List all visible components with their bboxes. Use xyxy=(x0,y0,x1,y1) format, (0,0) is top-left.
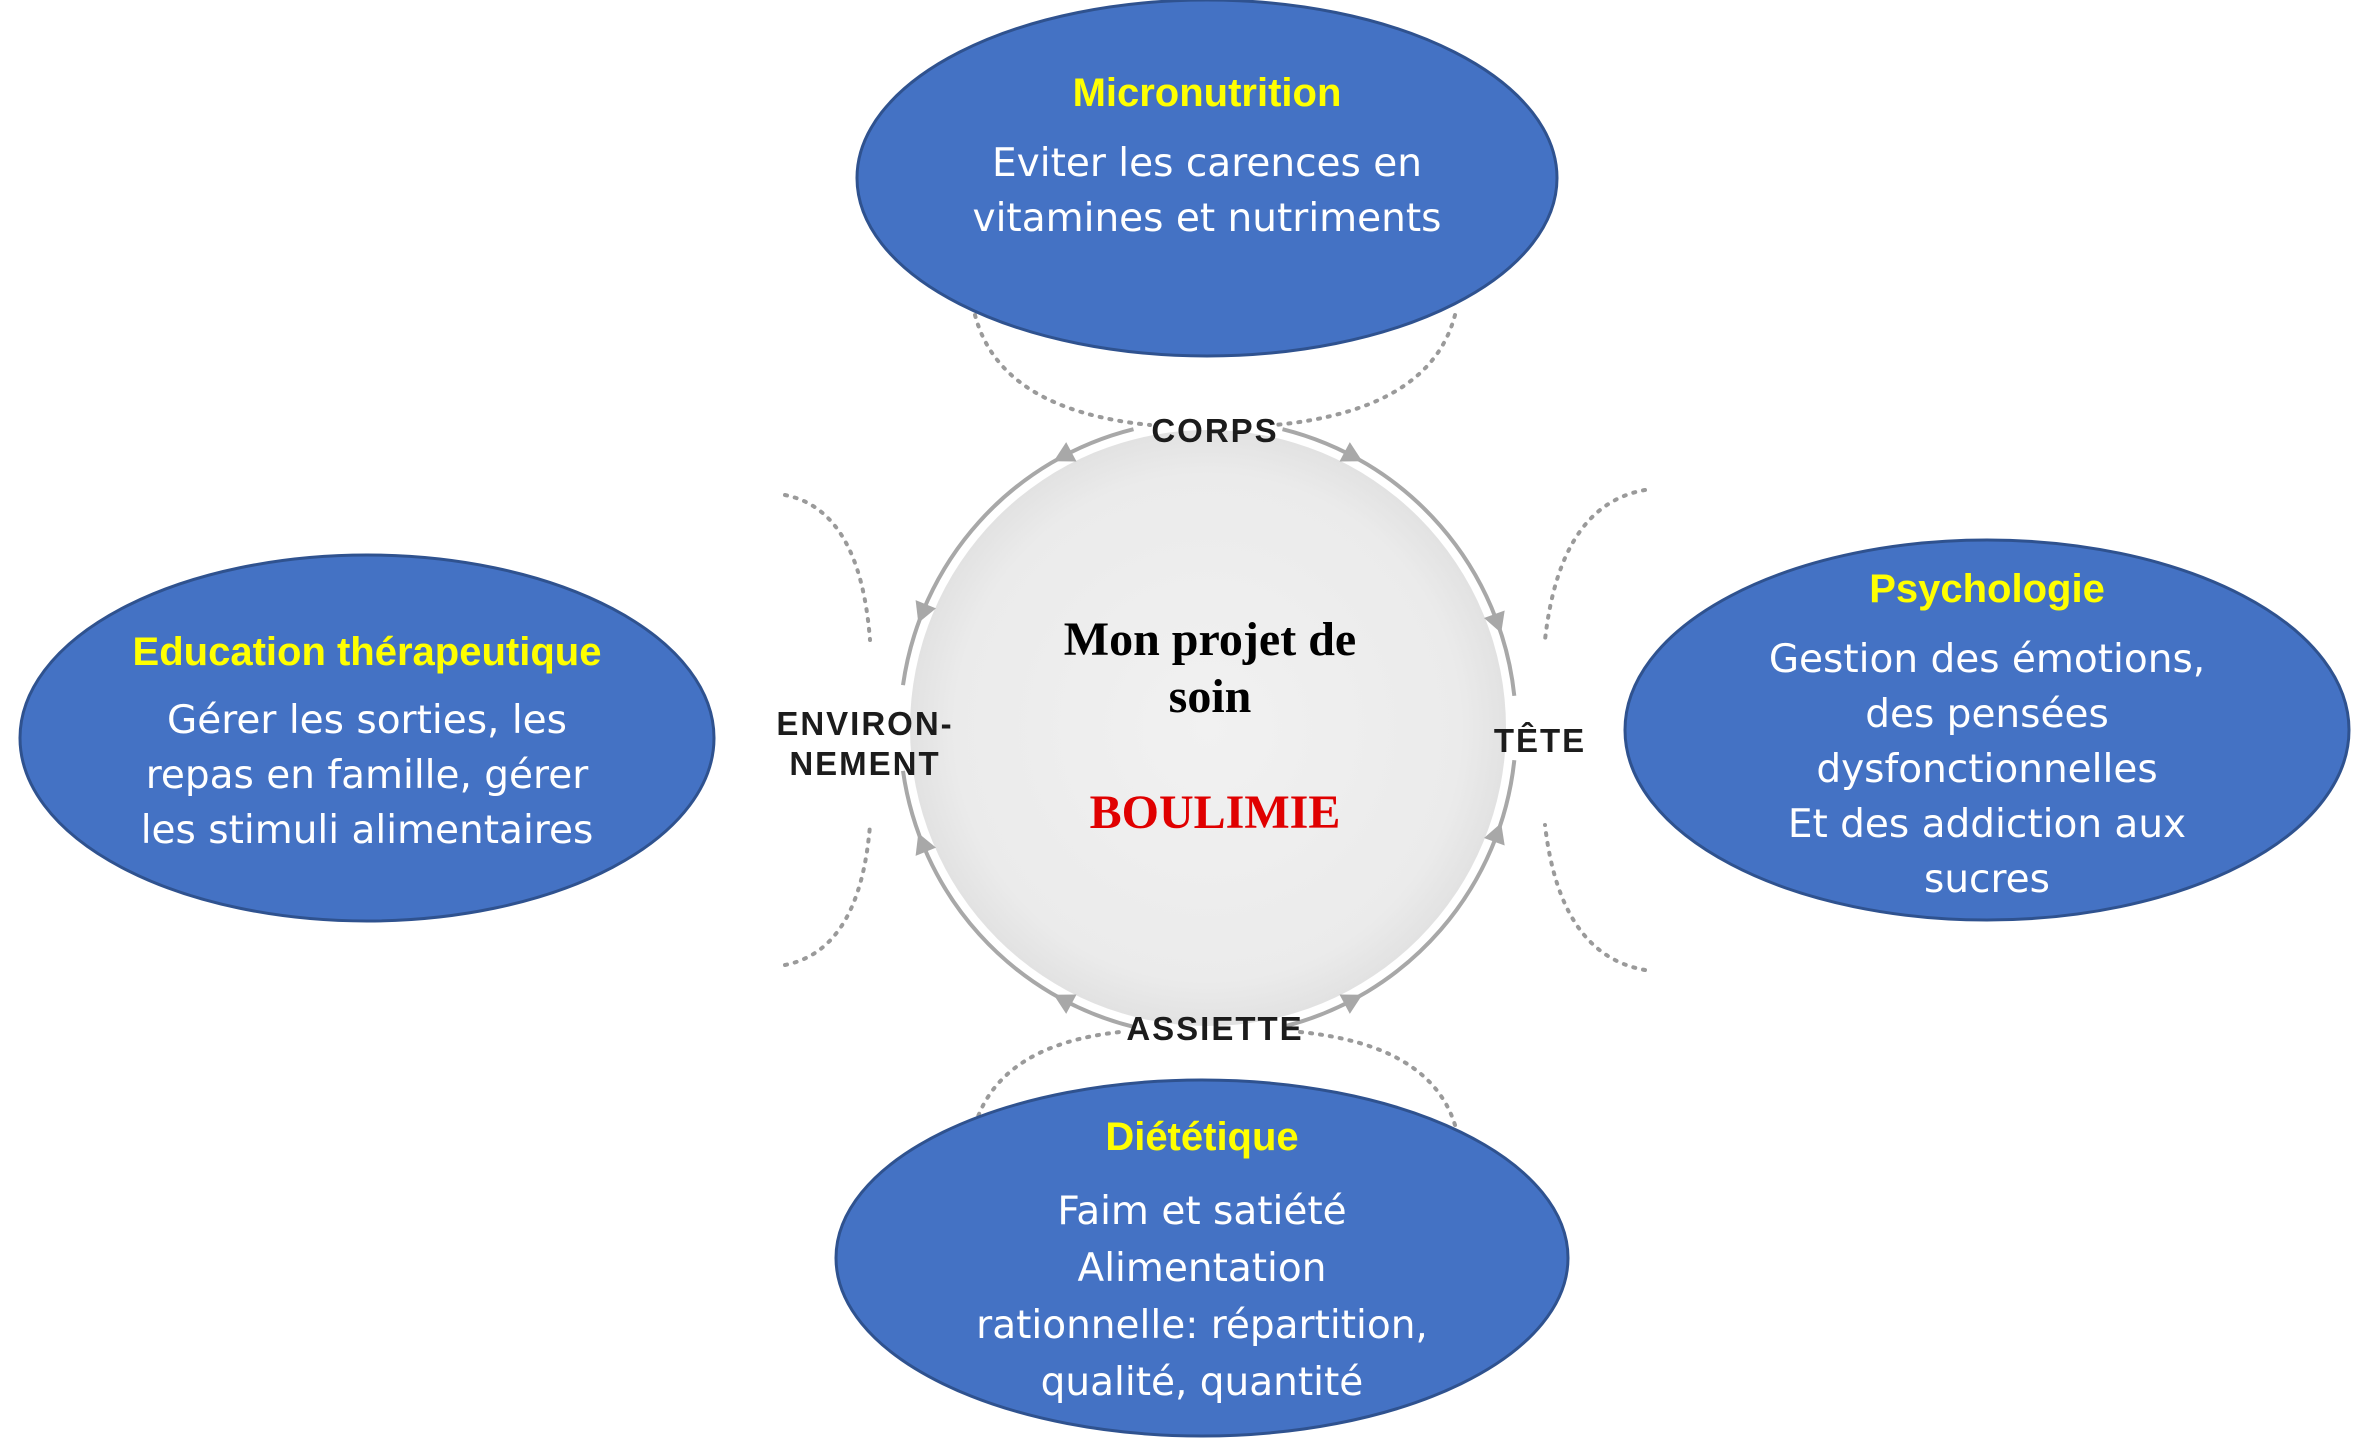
ellipse-dietetique-line-1: Faim et satiété xyxy=(1057,1189,1346,1234)
ellipse-education-shape xyxy=(18,553,716,923)
center-title-line-2: soin xyxy=(1169,670,1252,723)
ellipse-micronutrition-line-2: vitamines et nutriments xyxy=(973,196,1442,241)
ellipse-education-line-1: Gérer les sorties, les xyxy=(167,698,567,743)
ring-arrowhead xyxy=(1484,823,1505,846)
axis-label-corps: CORPS xyxy=(1151,412,1278,449)
connector-right xyxy=(1543,488,1647,972)
ellipse-dietetique-title: Diététique xyxy=(1105,1115,1298,1159)
ring-arrowhead xyxy=(915,833,936,856)
ellipse-education-line-3: les stimuli alimentaires xyxy=(141,808,594,853)
ring-arrowhead xyxy=(1053,442,1077,462)
ellipse-dietetique-line-3: rationnelle: répartition, xyxy=(976,1303,1428,1348)
axis-label-tete: TÊTE xyxy=(1494,722,1586,759)
center-subtitle-boulimie: BOULIMIE xyxy=(1090,786,1341,839)
connector-bottom xyxy=(973,1030,1457,1127)
ellipse-education-line-2: repas en famille, gérer xyxy=(146,753,589,798)
axis-label-assiette: ASSIETTE xyxy=(1126,1010,1303,1047)
ellipse-micronutrition-shape xyxy=(855,0,1559,358)
ring-arc xyxy=(901,770,1134,1029)
center-title-line-1: Mon projet de xyxy=(1064,613,1356,666)
ellipse-psychologie-title: Psychologie xyxy=(1869,567,2105,611)
ring-arrowhead xyxy=(1339,442,1363,462)
ring-arrowhead xyxy=(1053,994,1077,1014)
ring-arrowhead xyxy=(1339,994,1363,1014)
ellipse-psychologie-line-1: Gestion des émotions, xyxy=(1769,637,2205,682)
dotted-connectors xyxy=(783,313,1647,1127)
ring-arc xyxy=(1282,759,1517,1029)
ring-arc xyxy=(1282,427,1517,697)
ring-arrowhead xyxy=(1484,610,1505,633)
ellipse-dietetique: Diététique Faim et satiété Alimentation … xyxy=(834,1078,1570,1438)
ring-arrowhead xyxy=(915,600,936,623)
connector-left xyxy=(783,493,872,967)
axis-label-environnement-2: NEMENT xyxy=(789,745,940,782)
ellipse-psychologie: Psychologie Gestion des émotions, des pe… xyxy=(1623,538,2351,922)
ellipse-dietetique-line-2: Alimentation xyxy=(1078,1246,1327,1291)
ellipse-education: Education thérapeutique Gérer les sortie… xyxy=(18,553,716,923)
ellipse-micronutrition-line-1: Eviter les carences en xyxy=(992,141,1422,186)
ellipse-psychologie-line-4: Et des addiction aux xyxy=(1788,802,2186,847)
ellipse-psychologie-line-2: des pensées xyxy=(1865,692,2109,737)
ellipse-psychologie-line-3: dysfonctionnelles xyxy=(1816,747,2157,792)
cycle-ring xyxy=(901,427,1517,1029)
ellipse-dietetique-shape xyxy=(834,1078,1570,1438)
ellipse-psychologie-shape xyxy=(1623,538,2351,922)
connector-top xyxy=(973,313,1457,427)
ellipse-psychologie-line-5: sucres xyxy=(1924,857,2050,902)
center-circle xyxy=(910,430,1506,1026)
ellipse-micronutrition-title: Micronutrition xyxy=(1073,71,1342,115)
ring-arc xyxy=(901,427,1134,686)
ellipse-micronutrition: Micronutrition Eviter les carences en vi… xyxy=(855,0,1559,358)
ellipse-dietetique-line-4: qualité, quantité xyxy=(1041,1360,1364,1405)
axis-label-environnement-1: ENVIRON- xyxy=(776,705,953,742)
ellipse-education-title: Education thérapeutique xyxy=(133,630,602,674)
